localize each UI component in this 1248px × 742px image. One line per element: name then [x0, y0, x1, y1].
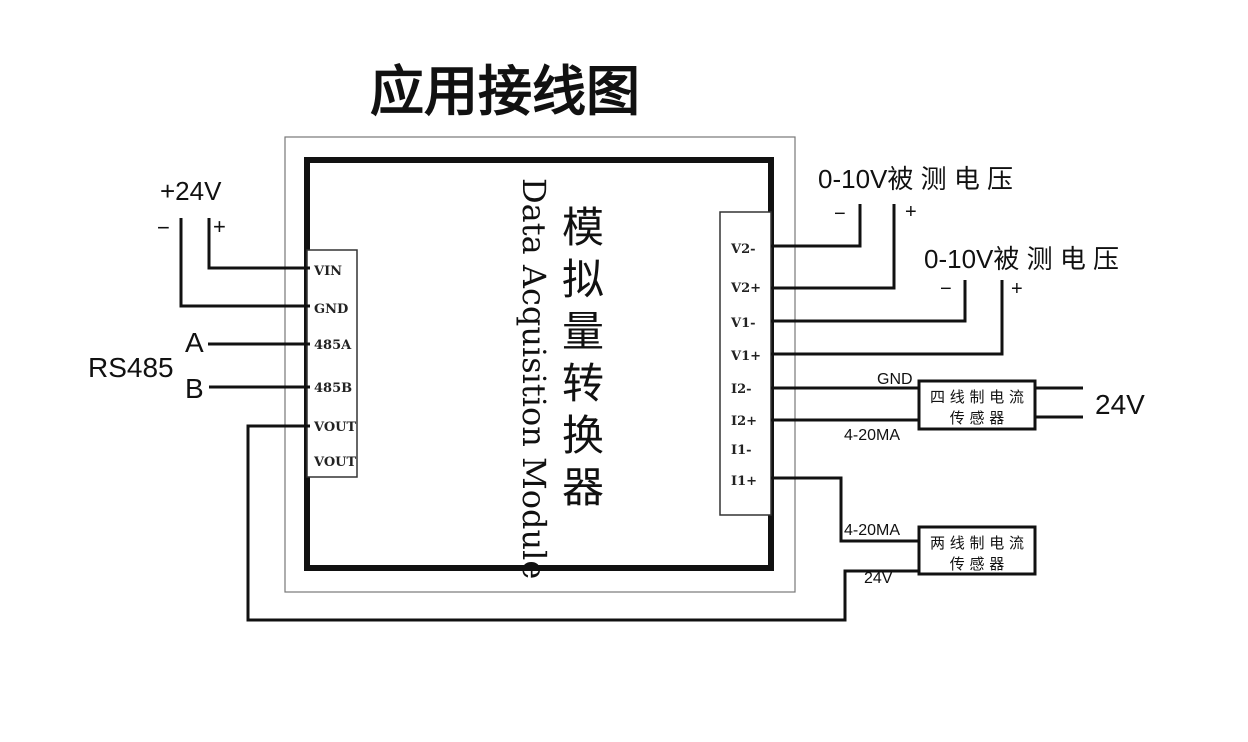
module-name-char: 器 — [562, 463, 604, 512]
module-name-char: 转 — [562, 359, 604, 408]
wire-v2-minus — [771, 204, 862, 248]
module-name-en: Data Acquisition Module — [515, 178, 553, 579]
module-body — [304, 157, 774, 571]
wire-v1-minus — [771, 280, 967, 323]
four-wire-gnd-label: GND — [877, 371, 913, 388]
power-label: +24V — [160, 176, 222, 206]
four-wire-signal-label: 4-20MA — [844, 427, 900, 444]
module-name-char: 换 — [562, 411, 604, 460]
two-wire-sensor-line1: 两 线 制 电 流 — [930, 534, 1024, 552]
right-pin-4: I2- — [731, 382, 752, 397]
left-pin-5: VOUT — [313, 455, 357, 470]
right-pin-7: I1+ — [731, 474, 757, 489]
right-pin-1: V2+ — [730, 281, 761, 296]
right-pin-2: V1- — [730, 316, 756, 331]
power-plus: + — [213, 214, 226, 239]
voltage-input-2-plus: + — [905, 201, 917, 223]
right-pin-3: V1+ — [730, 349, 761, 364]
right-pin-0: V2- — [730, 242, 756, 257]
right-terminal-block — [719, 211, 772, 516]
two-wire-sensor — [917, 525, 1037, 576]
left-pin-2: 485A — [314, 338, 352, 353]
wire-gnd — [179, 218, 310, 308]
left-terminal-block — [306, 249, 358, 478]
right-pin-6: I1- — [731, 443, 752, 458]
module-name-char: 拟 — [562, 255, 604, 304]
left-pin-4: VOUT — [313, 420, 357, 435]
four-wire-sensor — [917, 379, 1037, 431]
voltage-input-2-minus: − — [834, 203, 846, 225]
wire-vout — [246, 424, 920, 622]
wire-i1-plus — [771, 476, 920, 543]
voltage-input-1-minus: − — [940, 278, 952, 300]
voltage-input-1-plus: + — [1011, 278, 1023, 300]
module-housing — [284, 136, 796, 593]
module-name-char: 模 — [562, 203, 604, 252]
module-name-char: 量 — [562, 307, 604, 356]
four-wire-supply-label: 24V — [1095, 389, 1145, 420]
four-wire-sensor-line2: 传 感 器 — [950, 409, 1005, 427]
rs485-label: RS485 — [88, 352, 174, 383]
wire-v1-plus — [771, 280, 1004, 356]
four-wire-sensor-line1: 四 线 制 电 流 — [930, 388, 1024, 406]
voltage-input-2-label: 0-10V被 测 电 压 — [818, 164, 1013, 194]
rs485-b-label: B — [185, 373, 204, 404]
left-pin-3: 485B — [314, 381, 352, 396]
two-wire-supply-label: 24V — [864, 570, 893, 587]
right-pin-5: I2+ — [731, 414, 757, 429]
two-wire-sensor-line2: 传 感 器 — [950, 555, 1005, 573]
left-pin-0: VIN — [313, 264, 342, 279]
rs485-a-label: A — [185, 327, 204, 358]
left-pin-1: GND — [314, 302, 348, 317]
voltage-input-1-label: 0-10V被 测 电 压 — [924, 244, 1119, 274]
wire-vin — [207, 218, 310, 270]
two-wire-signal-label: 4-20MA — [844, 522, 900, 539]
wire-v2-plus — [771, 204, 896, 290]
diagram-title: 应用接线图 — [370, 60, 640, 123]
power-minus: − — [157, 215, 170, 240]
